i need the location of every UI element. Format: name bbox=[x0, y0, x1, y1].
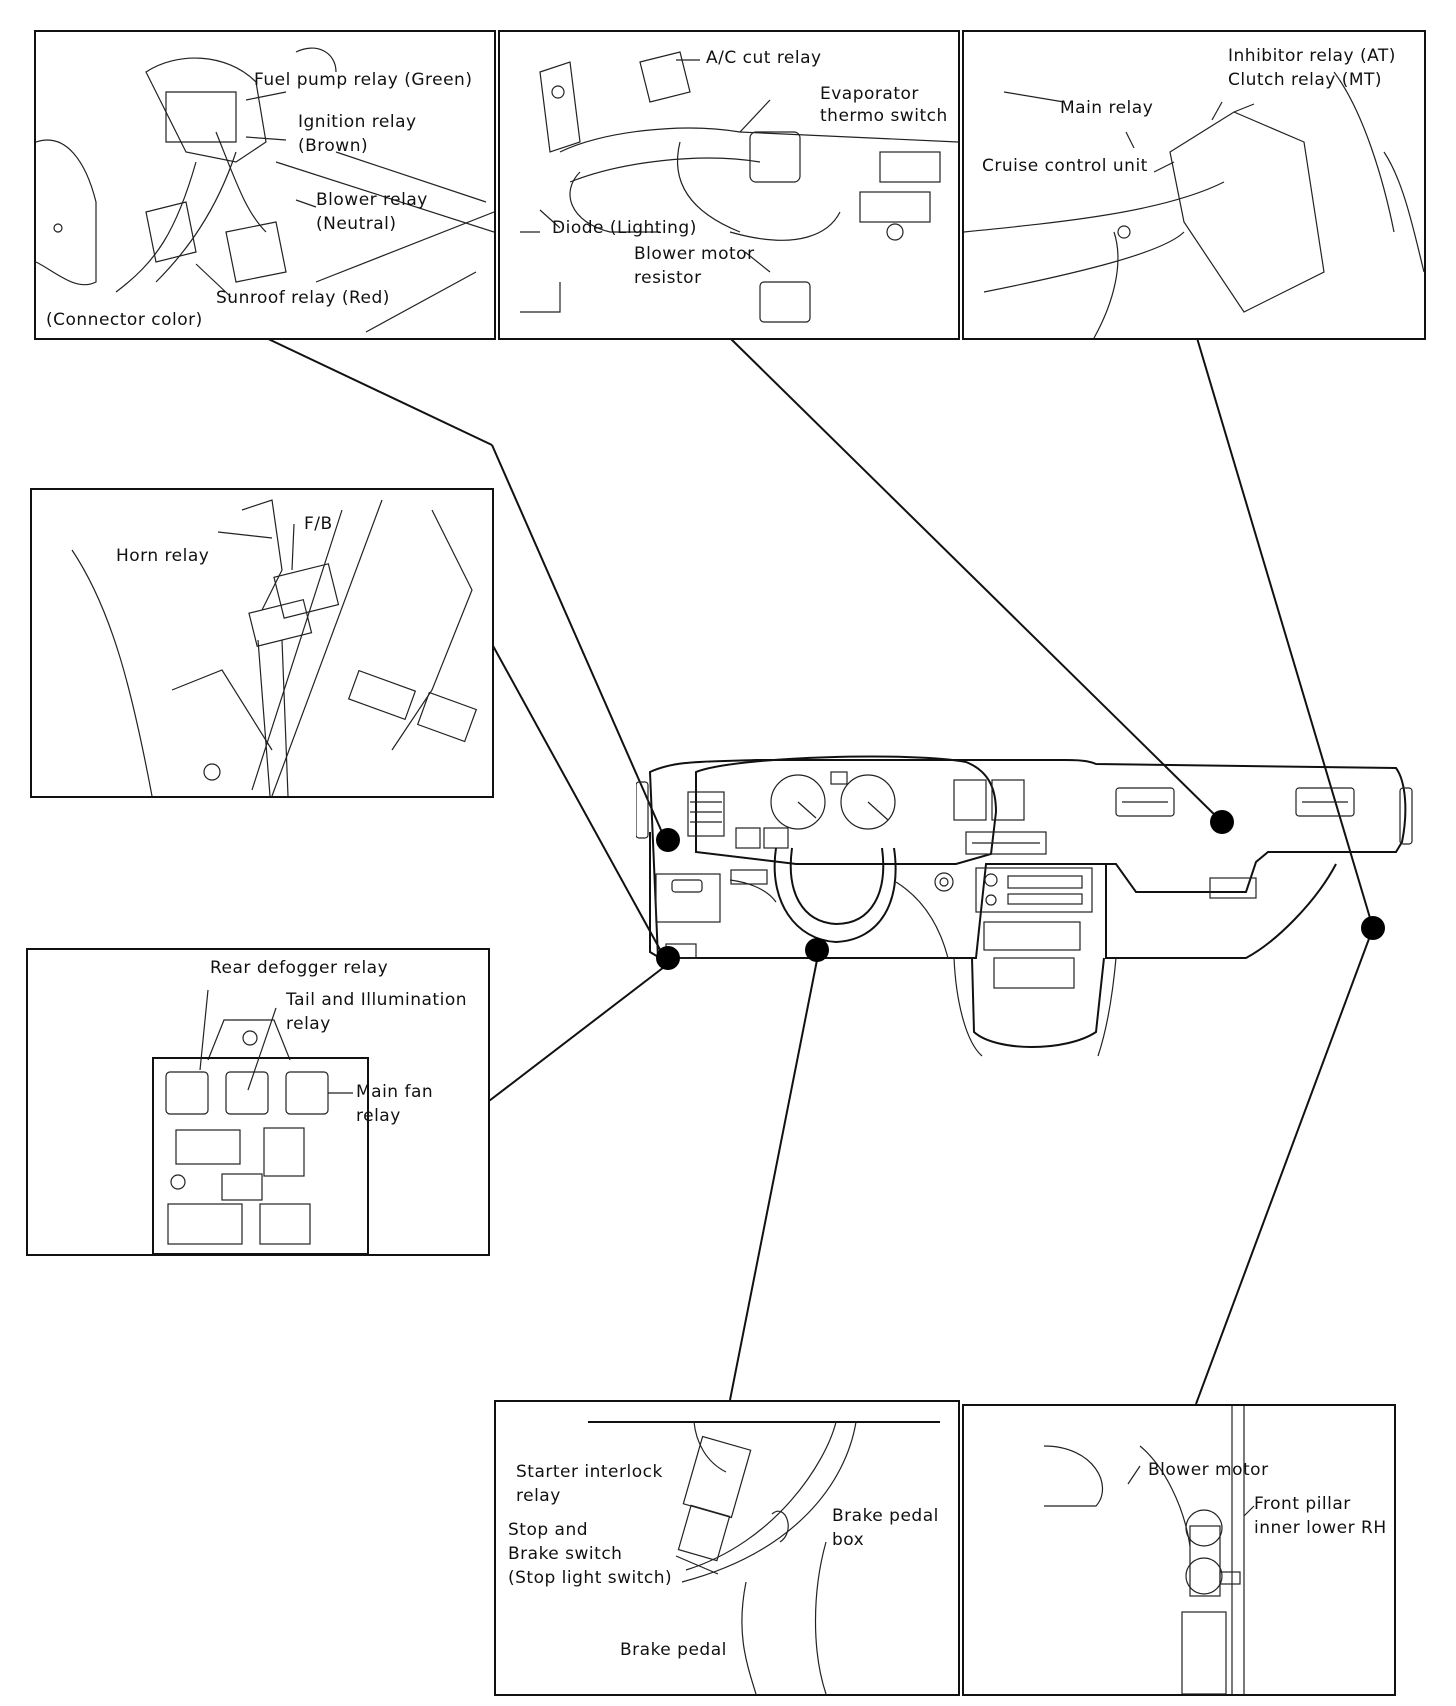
leader-right-top bbox=[1196, 337, 1374, 929]
label-blower-relay-color: (Neutral) bbox=[316, 214, 397, 234]
label-brake-switch: Brake switch bbox=[508, 1544, 623, 1564]
panel-relays-left: Fuel pump relay (Green) Ignition relay (… bbox=[34, 30, 496, 340]
location-dot-pedal bbox=[805, 938, 829, 962]
relays-left-illustration bbox=[36, 47, 494, 333]
leader-junction bbox=[488, 963, 669, 1102]
label-main-fan-relay: Main fan bbox=[356, 1082, 434, 1102]
panel-horn-relay: F/B Horn relay bbox=[30, 488, 494, 798]
label-blower-motor: Blower motor bbox=[1148, 1460, 1269, 1480]
panel-blower-motor: Blower motor Front pillar inner lower RH bbox=[962, 1404, 1396, 1696]
label-main-fan-relay-2: relay bbox=[356, 1106, 401, 1126]
label-rear-defogger-relay: Rear defogger relay bbox=[210, 958, 389, 978]
location-dot-left-lower bbox=[656, 946, 680, 970]
leader-relays-left-b bbox=[491, 444, 669, 847]
label-ac-cut-relay: A/C cut relay bbox=[706, 48, 822, 68]
label-main-relay: Main relay bbox=[1060, 98, 1154, 118]
leader-horn bbox=[491, 643, 669, 965]
leader-pedal bbox=[729, 959, 818, 1401]
label-front-pillar: Front pillar bbox=[1254, 1494, 1351, 1514]
label-starter-interlock-relay: Starter interlock bbox=[516, 1462, 663, 1482]
leader-relays-left bbox=[261, 335, 493, 446]
label-sunroof-relay: Sunroof relay (Red) bbox=[216, 288, 390, 308]
label-fb: F/B bbox=[304, 514, 333, 534]
label-clutch-relay: Clutch relay (MT) bbox=[1228, 70, 1383, 90]
panel-center-top: A/C cut relay Evaporator thermo switch D… bbox=[498, 30, 960, 340]
label-ignition-relay: Ignition relay bbox=[298, 112, 417, 132]
label-starter-interlock-relay-2: relay bbox=[516, 1486, 561, 1506]
label-fuel-pump-relay: Fuel pump relay (Green) bbox=[254, 70, 473, 90]
brake-pedal-illustration bbox=[588, 1421, 940, 1694]
leader-blower bbox=[1195, 927, 1374, 1405]
location-dot-glovebox bbox=[1210, 810, 1234, 834]
center-top-illustration bbox=[520, 51, 958, 323]
panel-junction-block: Rear defogger relay Tail and Illuminatio… bbox=[26, 948, 490, 1256]
blower-motor-illustration bbox=[1043, 1406, 1255, 1694]
dashboard-illustration bbox=[636, 755, 1413, 1057]
label-connector-color: (Connector color) bbox=[46, 310, 203, 330]
leader-center-top bbox=[729, 337, 1223, 823]
label-brake-pedal: Brake pedal bbox=[620, 1640, 727, 1660]
junction-block-illustration bbox=[152, 989, 369, 1254]
label-evaporator: Evaporator bbox=[820, 84, 919, 104]
horn-relay-illustration bbox=[71, 499, 478, 796]
label-front-pillar-inner-lower-rh: inner lower RH bbox=[1254, 1518, 1387, 1538]
label-blower-relay: Blower relay bbox=[316, 190, 428, 210]
label-diode-lighting: Diode (Lighting) bbox=[552, 218, 697, 238]
label-blower-motor-resistor: Blower motor bbox=[634, 244, 755, 264]
label-stop-light-switch: (Stop light switch) bbox=[508, 1568, 673, 1588]
label-horn-relay: Horn relay bbox=[116, 546, 210, 566]
right-top-illustration bbox=[964, 71, 1424, 338]
label-inhibitor-relay: Inhibitor relay (AT) bbox=[1228, 46, 1396, 66]
panel-brake-pedal: Starter interlock relay Stop and Brake s… bbox=[494, 1400, 960, 1696]
label-cruise-control-unit: Cruise control unit bbox=[982, 156, 1148, 176]
label-ignition-relay-color: (Brown) bbox=[298, 136, 369, 156]
label-evaporator-thermo-switch: thermo switch bbox=[820, 106, 948, 126]
label-stop-and: Stop and bbox=[508, 1520, 589, 1540]
label-brake-pedal-box: Brake pedal bbox=[832, 1506, 939, 1526]
panel-right-top: Inhibitor relay (AT) Clutch relay (MT) M… bbox=[962, 30, 1426, 340]
location-dot-right bbox=[1361, 916, 1385, 940]
label-brake-pedal-box-2: box bbox=[832, 1530, 865, 1550]
label-tail-illumination-relay: Tail and Illumination bbox=[286, 990, 467, 1010]
label-tail-illumination-relay-2: relay bbox=[286, 1014, 331, 1034]
label-blower-motor-resistor-2: resistor bbox=[634, 268, 702, 288]
location-dot-left-upper bbox=[656, 828, 680, 852]
